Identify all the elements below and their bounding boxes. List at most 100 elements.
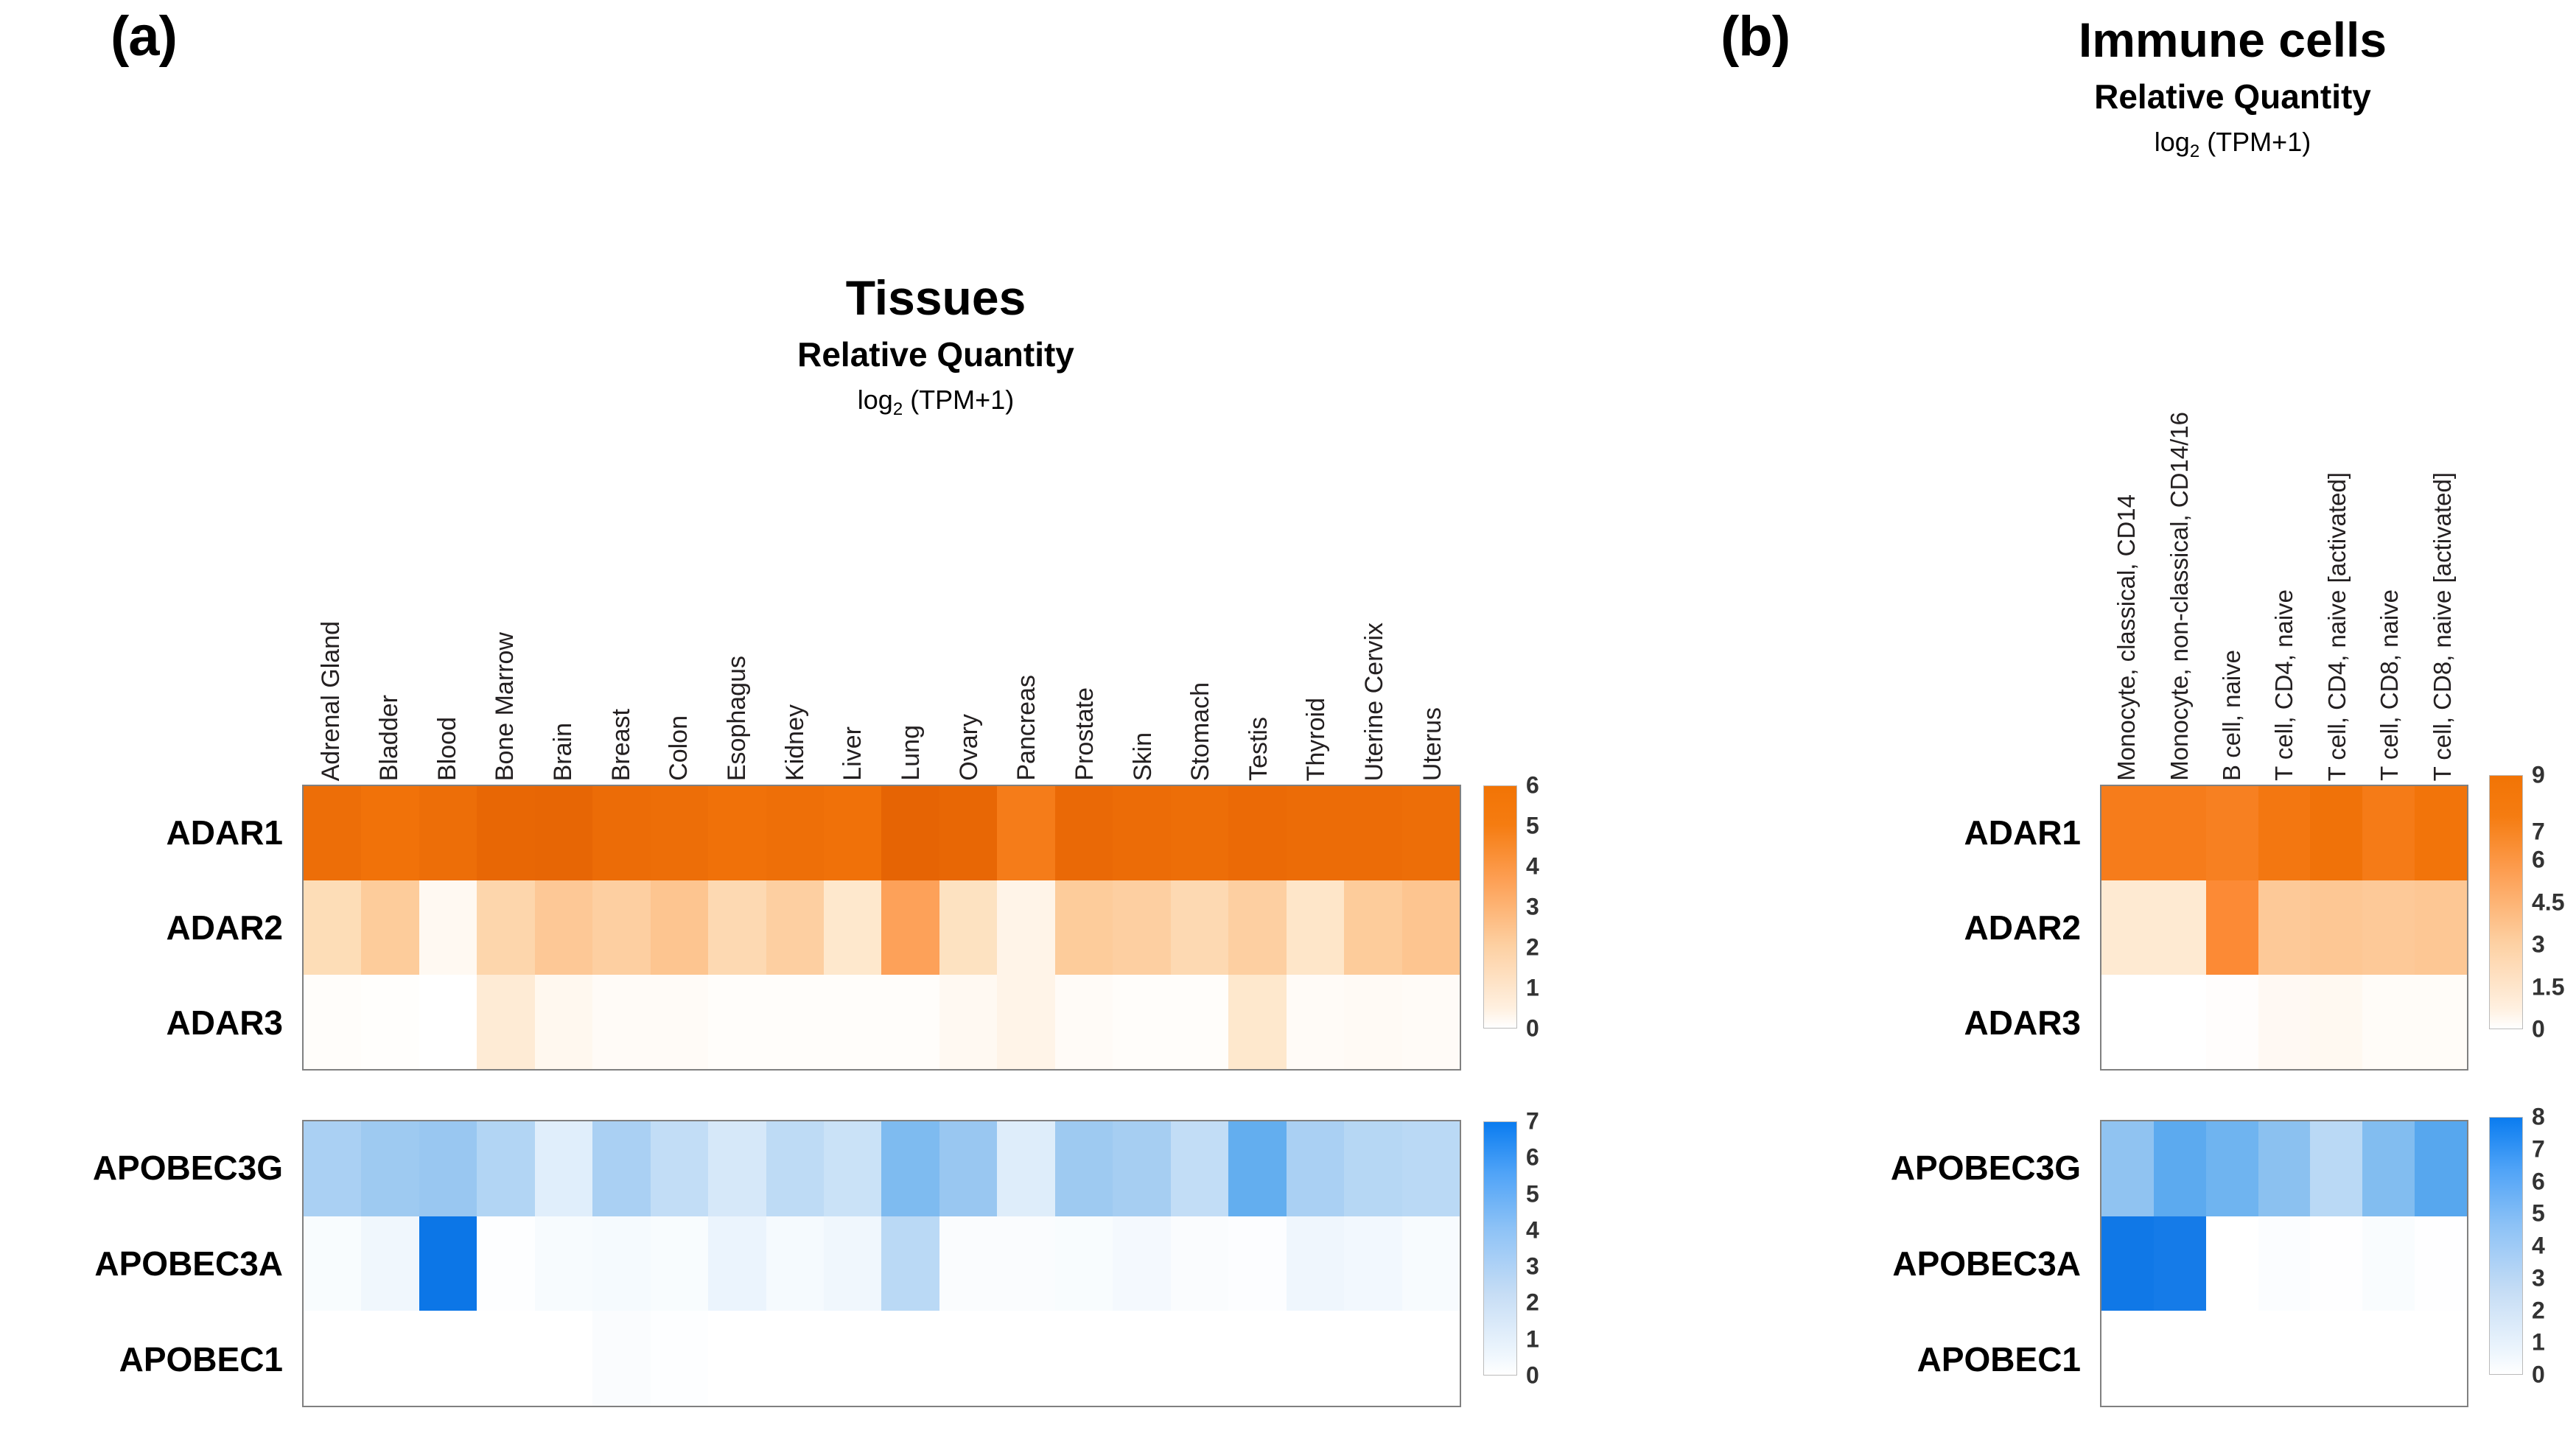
column-label: Blood xyxy=(418,538,476,781)
heatmap-cell xyxy=(419,1311,477,1406)
column-label-text: Blood xyxy=(433,717,461,781)
heatmap-cell xyxy=(766,1311,825,1406)
heatmap-cell xyxy=(2362,880,2415,975)
heatmap-cell xyxy=(1286,1311,1345,1406)
heatmap-cell xyxy=(1113,1216,1171,1311)
heatmap-cell xyxy=(534,880,593,975)
column-label: Testis xyxy=(1230,538,1288,781)
heatmap-cell xyxy=(824,880,882,975)
colorbar-tick-label: 3 xyxy=(2532,1264,2545,1292)
panel-b-apobec-heatmap xyxy=(2100,1120,2468,1407)
heatmap-cell xyxy=(1286,1121,1345,1216)
column-label-text: Stomach xyxy=(1186,682,1215,781)
heatmap-cell xyxy=(650,1216,709,1311)
heatmap-cell xyxy=(824,786,882,880)
heatmap-cell xyxy=(1401,1121,1460,1216)
heatmap-cell xyxy=(477,975,535,1069)
heatmap-cell xyxy=(2310,1216,2363,1311)
heatmap-cell xyxy=(997,1121,1055,1216)
heatmap-cell xyxy=(997,975,1055,1069)
heatmap-cell xyxy=(304,880,362,975)
heatmap-cell xyxy=(592,1121,651,1216)
column-label: T cell, CD4, naive [activated] xyxy=(2311,309,2363,781)
heatmap-cell xyxy=(2310,786,2363,880)
column-label: Uterine Cervix xyxy=(1345,538,1404,781)
column-label-text: Prostate xyxy=(1070,687,1099,781)
row-label: ADAR2 xyxy=(1964,908,2081,947)
heatmap-cell xyxy=(997,1311,1055,1406)
heatmap-cell xyxy=(477,880,535,975)
heatmap-cell xyxy=(2258,1216,2311,1311)
heatmap-cell xyxy=(997,786,1055,880)
column-label-text: Kidney xyxy=(780,704,809,781)
heatmap-cell xyxy=(997,880,1055,975)
column-label: Kidney xyxy=(766,538,824,781)
heatmap-cell xyxy=(477,1121,535,1216)
colorbar-tick-label: 2 xyxy=(2532,1297,2545,1323)
column-label-text: Pancreas xyxy=(1012,675,1041,781)
column-label-text: Lung xyxy=(896,725,925,781)
heatmap-cell xyxy=(304,786,362,880)
heatmap-cell xyxy=(361,1311,419,1406)
heatmap-cell xyxy=(708,1216,766,1311)
heatmap-cell xyxy=(2310,1121,2363,1216)
heatmap-cell xyxy=(304,975,362,1069)
column-label-text: Liver xyxy=(839,726,867,781)
heatmap-cell xyxy=(592,1311,651,1406)
heatmap-cell xyxy=(1228,1121,1287,1216)
column-label-text: T cell, CD8, naive [activated] xyxy=(2428,472,2456,781)
heatmap-cell xyxy=(2101,1121,2154,1216)
heatmap-cell xyxy=(419,975,477,1069)
heatmap-cell xyxy=(2415,975,2467,1069)
heatmap-cell xyxy=(2310,880,2363,975)
heatmap-cell xyxy=(766,1121,825,1216)
column-label-text: Bone Marrow xyxy=(491,631,519,781)
heatmap-cell xyxy=(766,786,825,880)
heatmap-cell xyxy=(2258,1311,2311,1406)
heatmap-cell xyxy=(1344,786,1402,880)
heatmap-cell xyxy=(824,975,882,1069)
column-label: Bladder xyxy=(360,538,419,781)
column-label: Bone Marrow xyxy=(476,538,534,781)
heatmap-cell xyxy=(2205,975,2258,1069)
row-label: ADAR1 xyxy=(1964,813,2081,852)
heatmap-cell xyxy=(419,1121,477,1216)
colorbar-tick-label: 2 xyxy=(1526,933,1539,961)
heatmap-cell xyxy=(304,1311,362,1406)
column-label: Uterus xyxy=(1403,538,1461,781)
heatmap-cell xyxy=(2205,1216,2258,1311)
panel-a-adar-heatmap xyxy=(302,785,1461,1071)
heatmap-cell xyxy=(1170,975,1229,1069)
heatmap-cell xyxy=(477,786,535,880)
heatmap-cell xyxy=(650,975,709,1069)
heatmap-cell xyxy=(1286,786,1345,880)
heatmap-cell xyxy=(708,880,766,975)
heatmap-cell xyxy=(1054,1311,1113,1406)
heatmap-cell xyxy=(1113,1311,1171,1406)
heatmap-cell xyxy=(2415,1121,2467,1216)
column-label-text: Monocyte, classical, CD14 xyxy=(2113,494,2141,781)
heatmap-cell xyxy=(1344,1216,1402,1311)
column-label: Breast xyxy=(592,538,650,781)
heatmap-cell xyxy=(1113,975,1171,1069)
heatmap-cell xyxy=(2205,1311,2258,1406)
heatmap-cell xyxy=(1344,880,1402,975)
heatmap-cell xyxy=(2153,975,2206,1069)
heatmap-cell xyxy=(881,880,939,975)
column-label: Monocyte, non-classical, CD14/16 xyxy=(2152,309,2205,781)
column-label: Esophagus xyxy=(708,538,766,781)
heatmap-cell xyxy=(766,1216,825,1311)
heatmap-cell xyxy=(592,880,651,975)
column-label-text: Monocyte, non-classical, CD14/16 xyxy=(2165,412,2193,781)
heatmap-cell xyxy=(824,1311,882,1406)
colorbar-tick-label: 4 xyxy=(1526,1216,1539,1244)
colorbar-tick-label: 8 xyxy=(2532,1103,2545,1130)
heatmap-cell xyxy=(419,786,477,880)
heatmap-cell xyxy=(1401,1216,1460,1311)
column-label-text: Esophagus xyxy=(722,655,751,781)
row-label: APOBEC3G xyxy=(1890,1149,2081,1187)
